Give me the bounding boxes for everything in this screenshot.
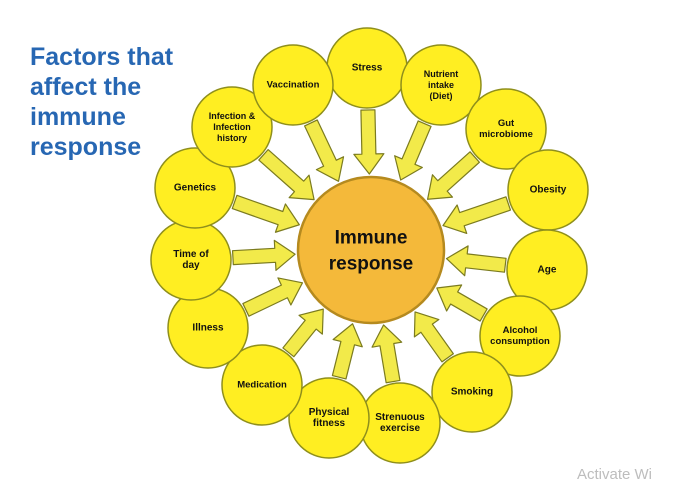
factor-circle-infection bbox=[191, 86, 273, 168]
factor-label-infection: history bbox=[217, 133, 247, 143]
factor-label-gut: Gut bbox=[498, 118, 515, 129]
factor-label-nutrient: (Diet) bbox=[430, 91, 453, 101]
factors-layer: StressNutrientintake(Diet)GutmicrobiomeO… bbox=[150, 27, 589, 464]
center-label: Immune bbox=[335, 228, 408, 249]
factor-circle-alcohol bbox=[479, 295, 561, 377]
factor-circle-nutrient bbox=[400, 44, 482, 126]
factor-label-timeofday: Time of bbox=[173, 249, 209, 260]
arrow-timeofday bbox=[231, 239, 296, 271]
factor-label-alcohol: consumption bbox=[490, 336, 550, 347]
arrow-genetics bbox=[231, 194, 300, 233]
factor-label-illness: Illness bbox=[192, 323, 224, 334]
factor-vaccination: Vaccination bbox=[252, 44, 334, 126]
arrow-smoking bbox=[413, 311, 454, 363]
factor-label-infection: Infection & bbox=[209, 111, 256, 121]
factor-circle-smoking bbox=[431, 351, 513, 433]
factor-label-obesity: Obesity bbox=[530, 185, 567, 196]
factor-smoking: Smoking bbox=[431, 351, 513, 433]
factor-label-medication: Medication bbox=[237, 380, 287, 391]
arrow-gut bbox=[426, 151, 480, 200]
factor-stress: Stress bbox=[326, 27, 408, 109]
factor-label-age: Age bbox=[538, 265, 557, 276]
factor-obesity: Obesity bbox=[507, 149, 589, 231]
factor-label-strenuous: exercise bbox=[380, 423, 420, 434]
factor-circle-vaccination bbox=[252, 44, 334, 126]
factor-label-genetics: Genetics bbox=[174, 183, 217, 194]
title-line-2: affect the bbox=[30, 73, 142, 101]
factor-label-alcohol: Alcohol bbox=[503, 325, 538, 336]
factor-illness: Illness bbox=[167, 287, 249, 369]
center-layer: Immune response bbox=[296, 175, 446, 325]
factor-label-timeofday: day bbox=[182, 260, 200, 271]
title-line-4: response bbox=[30, 133, 142, 161]
factor-label-infection: Infection bbox=[213, 122, 251, 132]
factor-label-physical: Physical bbox=[309, 407, 350, 418]
arrow-age bbox=[445, 245, 507, 277]
diagram-title: Factors that affect the immune response bbox=[30, 42, 173, 162]
factor-age: Age bbox=[506, 229, 588, 311]
factor-label-smoking: Smoking bbox=[451, 387, 493, 398]
factor-circle-gut bbox=[465, 88, 547, 170]
arrow-strenuous bbox=[371, 324, 403, 384]
factor-label-nutrient: Nutrient bbox=[424, 69, 459, 79]
activate-windows-watermark: Activate Wi bbox=[577, 466, 653, 483]
arrow-infection bbox=[258, 148, 315, 201]
factor-label-gut: microbiome bbox=[479, 129, 533, 140]
factor-medication: Medication bbox=[221, 344, 303, 426]
arrow-stress bbox=[353, 109, 385, 175]
title-line-3: immune bbox=[30, 103, 126, 131]
factor-label-vaccination: Vaccination bbox=[267, 80, 320, 91]
factor-label-stress: Stress bbox=[352, 63, 383, 74]
factor-circle-medication bbox=[221, 344, 303, 426]
factor-genetics: Genetics bbox=[154, 147, 236, 229]
arrow-medication bbox=[282, 308, 324, 358]
arrow-physical bbox=[331, 323, 363, 380]
factor-circle-genetics bbox=[154, 147, 236, 229]
title-line-1: Factors that bbox=[30, 43, 174, 71]
center-circle bbox=[296, 175, 446, 325]
center-label: response bbox=[329, 254, 413, 275]
arrows-layer bbox=[231, 109, 512, 384]
arrow-illness bbox=[242, 277, 304, 317]
factor-label-physical: fitness bbox=[313, 418, 346, 429]
factor-label-nutrient: intake bbox=[428, 80, 454, 90]
arrow-alcohol bbox=[436, 284, 488, 322]
factor-circle-physical bbox=[288, 377, 370, 459]
arrow-nutrient bbox=[394, 120, 432, 181]
arrow-vaccination bbox=[304, 119, 345, 182]
factor-label-strenuous: Strenuous bbox=[375, 412, 425, 423]
arrow-obesity bbox=[442, 196, 512, 234]
